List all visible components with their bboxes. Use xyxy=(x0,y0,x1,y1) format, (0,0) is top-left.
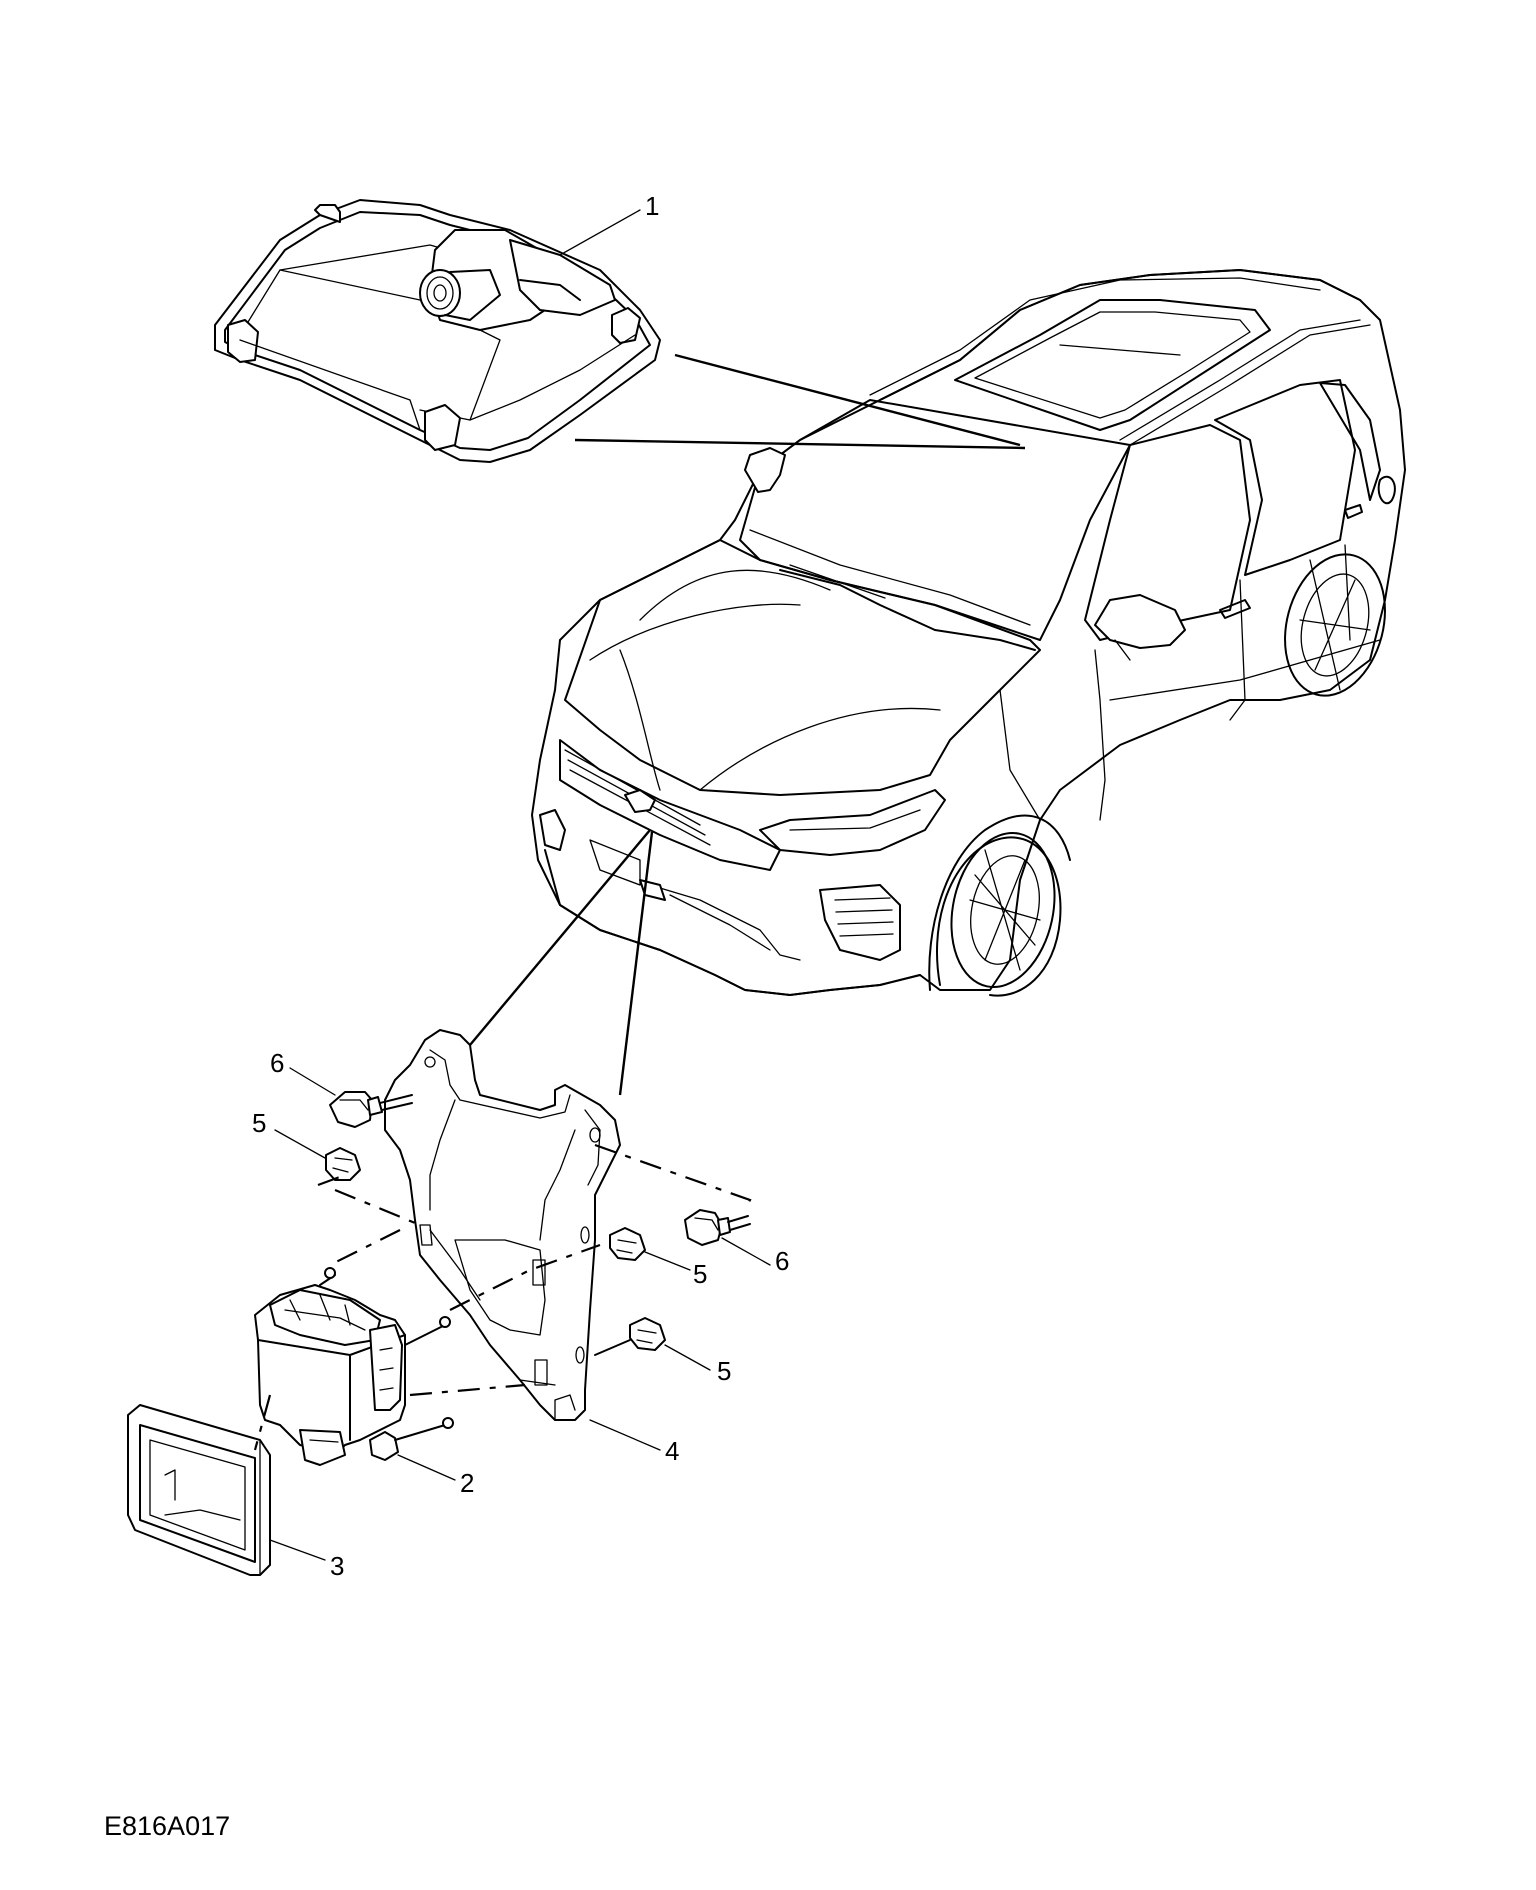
radar-cover-part-3 xyxy=(127,1404,271,1576)
radar-bracket-part-4 xyxy=(384,1029,621,1421)
callout-leaders xyxy=(269,209,771,1561)
nut-part-5-middle xyxy=(609,1227,646,1261)
callout-5-lower: 5 xyxy=(717,1356,731,1386)
radar-sensor-part-2 xyxy=(254,1267,454,1466)
bolt-part-6-right xyxy=(684,1209,751,1246)
assembly-centerlines xyxy=(253,1143,752,1451)
nut-part-5-upper-left xyxy=(325,1147,361,1181)
callout-4: 4 xyxy=(665,1436,679,1466)
callout-3: 3 xyxy=(330,1551,344,1581)
camera-location-leaders xyxy=(574,353,1026,450)
callout-5-upper-left: 5 xyxy=(252,1108,266,1138)
nut-part-5-lower xyxy=(629,1317,666,1351)
radar-location-leaders xyxy=(469,829,654,1096)
callout-6-right: 6 xyxy=(775,1246,789,1276)
callout-labels: 1 2 3 4 5 5 5 6 6 xyxy=(252,191,789,1581)
callout-1: 1 xyxy=(645,191,659,221)
callout-5-middle: 5 xyxy=(693,1259,707,1289)
callout-6-upper-left: 6 xyxy=(270,1048,284,1078)
camera-module-part-1 xyxy=(214,199,661,463)
callout-2: 2 xyxy=(460,1468,474,1498)
vehicle-illustration xyxy=(531,269,1406,997)
bolt-part-6-left xyxy=(329,1091,413,1128)
figure-reference-code: E816A017 xyxy=(104,1811,230,1841)
